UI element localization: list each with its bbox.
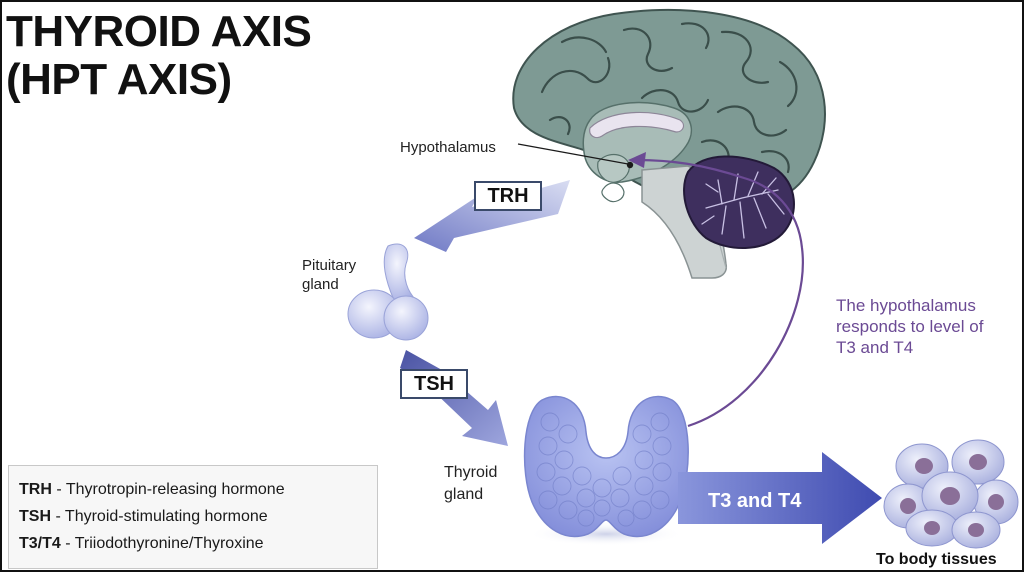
feedback-arrowhead [628, 152, 646, 168]
title-line-2: (HPT AXIS) [6, 55, 232, 104]
legend-box: TRH - Thyrotropin-releasing hormone TSH … [8, 465, 378, 569]
legend-row-t3-t4: T3/T4 - Triiodothyronine/Thyroxine [19, 530, 377, 557]
page-title: THYROID AXIS (HPT AXIS) [6, 7, 312, 104]
hypothalamus-leader-line [517, 143, 629, 165]
legend-abbr: T3/T4 [19, 535, 61, 552]
t3-t4-arrow [678, 452, 882, 544]
pituitary-gland-label: Pituitary gland [302, 256, 356, 294]
legend-abbr: TSH [19, 508, 51, 525]
thyroid-gland [523, 395, 689, 546]
pituitary-label-line-2: gland [302, 276, 339, 293]
legend-desc: - Thyroid-stimulating hormone [51, 508, 268, 525]
feedback-line-1: The hypothalamus [836, 296, 976, 315]
thyroid-label-line-1: Thyroid [444, 464, 498, 481]
hypothalamus-label: Hypothalamus [400, 139, 496, 156]
legend-desc: - Thyrotropin-releasing hormone [51, 481, 285, 498]
feedback-arc [635, 158, 804, 428]
cerebellum [683, 155, 795, 249]
legend-desc: - Triiodothyronine/Thyroxine [60, 535, 264, 552]
legend-abbr: TRH [19, 481, 52, 498]
pituitary-gland [347, 243, 429, 341]
thyroid-gland-label: Thyroid gland [444, 462, 497, 506]
brain [512, 8, 826, 279]
feedback-note: The hypothalamus responds to level of T3… [836, 295, 1022, 358]
body-tissues-label: To body tissues [876, 551, 997, 568]
thyroid-label-line-2: gland [444, 486, 484, 503]
legend-row-tsh: TSH - Thyroid-stimulating hormone [19, 503, 377, 530]
title-line-1: THYROID AXIS [6, 7, 312, 56]
legend-row-trh: TRH - Thyrotropin-releasing hormone [19, 476, 377, 503]
t3-t4-arrow-label: T3 and T4 [708, 490, 802, 512]
feedback-line-3: T3 and T4 [836, 338, 914, 357]
feedback-line-2: responds to level of [836, 317, 984, 336]
tsh-label-box: TSH [400, 369, 468, 399]
trh-label-box: TRH [474, 181, 542, 211]
body-tissue-cells [883, 439, 1019, 549]
pituitary-label-line-1: Pituitary [302, 257, 357, 274]
